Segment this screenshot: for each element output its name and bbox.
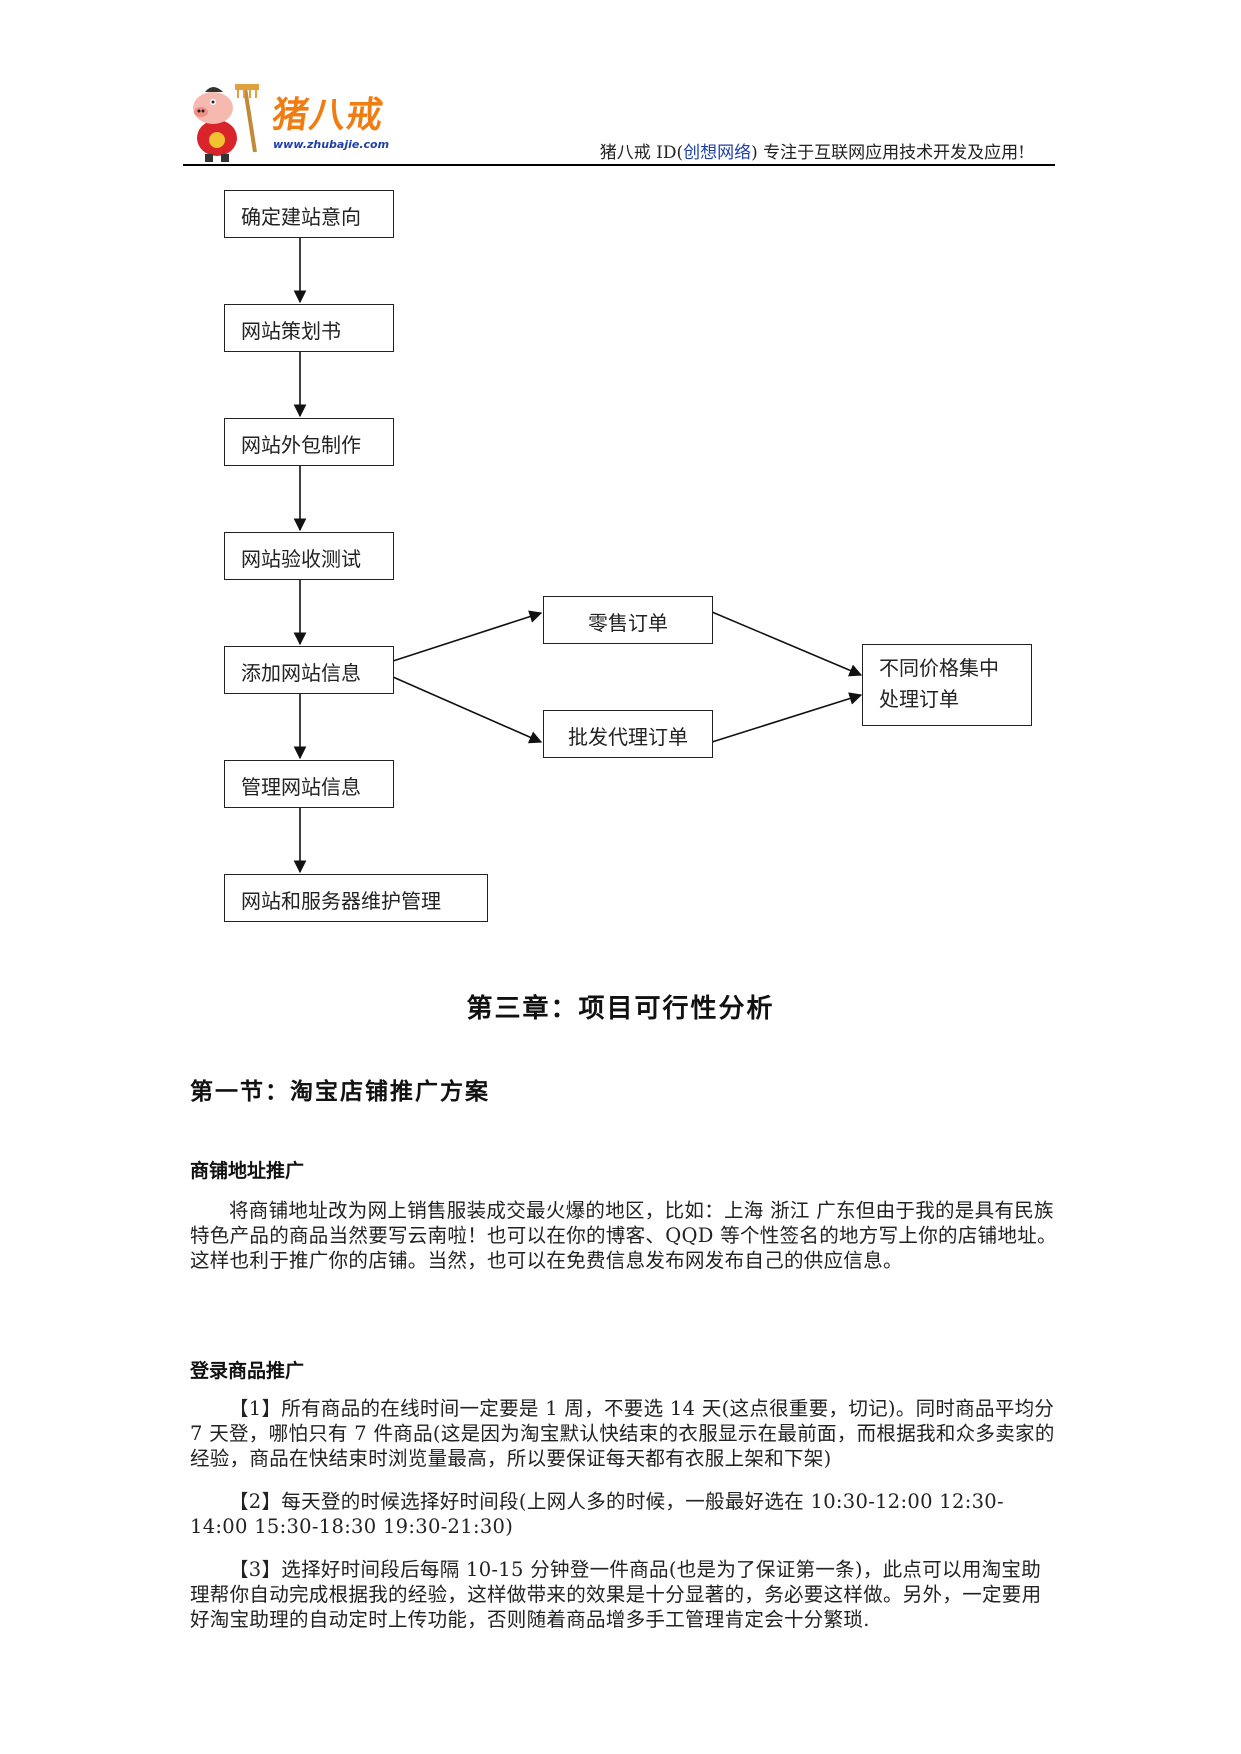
header-divider xyxy=(183,164,1055,166)
tagline-link[interactable]: 创想网络 xyxy=(683,143,752,163)
header-tagline: 猪八戒 ID(创想网络) 专注于互联网应用技术开发及应用! xyxy=(600,138,1025,163)
tagline-prefix: 猪八戒 ID( xyxy=(599,143,684,163)
chapter-title: 第三章：项目可行性分析 xyxy=(466,994,775,1024)
flow-step-6: 管理网站信息 xyxy=(224,760,394,808)
flow-step-5: 添加网站信息 xyxy=(224,646,394,694)
logo: 猪八戒 www.zhubajie.com xyxy=(183,80,393,164)
pig-mascot-icon xyxy=(193,84,259,162)
arrow-merge-1 xyxy=(711,611,863,677)
tagline-suffix: ) 专注于互联网应用技术开发及应用! xyxy=(751,143,1025,163)
flow-step-2: 网站策划书 xyxy=(224,304,394,352)
flow-step-1: 确定建站意向 xyxy=(224,190,394,238)
logo-url: www.zhubajie.com xyxy=(273,138,390,151)
section-title: 第一节：淘宝店铺推广方案 xyxy=(190,1079,490,1105)
arrow-branch-1 xyxy=(392,610,543,662)
page-header: 猪八戒 www.zhubajie.com 猪八戒 ID(创想网络) 专注于互联网… xyxy=(183,80,1055,166)
subheading-listing-promotion: 登录商品推广 xyxy=(190,1360,305,1382)
arrow-merge-2 xyxy=(711,692,863,743)
subheading-address-promotion: 商铺地址推广 xyxy=(190,1160,305,1182)
flow-merge: 不同价格集中处理订单 xyxy=(862,644,1032,726)
flow-branch-retail: 零售订单 xyxy=(543,596,713,644)
paragraph-listing-3: 【3】选择好时间段后每隔 10-15 分钟登一件商品(也是为了保证第一条)，此点… xyxy=(190,1558,1042,1631)
paragraph-address-promotion: 将商铺地址改为网上销售服装成交最火爆的地区，比如：上海 浙江 广东但由于我的是具… xyxy=(190,1199,1057,1272)
paragraph-listing-2: 【2】每天登的时候选择好时间段(上网人多的时候，一般最好选在 10:30-12:… xyxy=(190,1490,1004,1538)
flow-step-3: 网站外包制作 xyxy=(224,418,394,466)
arrow-branch-2 xyxy=(392,676,543,744)
flow-step-7: 网站和服务器维护管理 xyxy=(224,874,488,922)
flow-step-4: 网站验收测试 xyxy=(224,532,394,580)
paragraph-listing-1: 【1】所有商品的在线时间一定要是 1 周，不要选 14 天(这点很重要，切记)。… xyxy=(190,1397,1055,1470)
flowchart-arrows xyxy=(293,236,863,874)
flow-branch-wholesale: 批发代理订单 xyxy=(543,710,713,758)
